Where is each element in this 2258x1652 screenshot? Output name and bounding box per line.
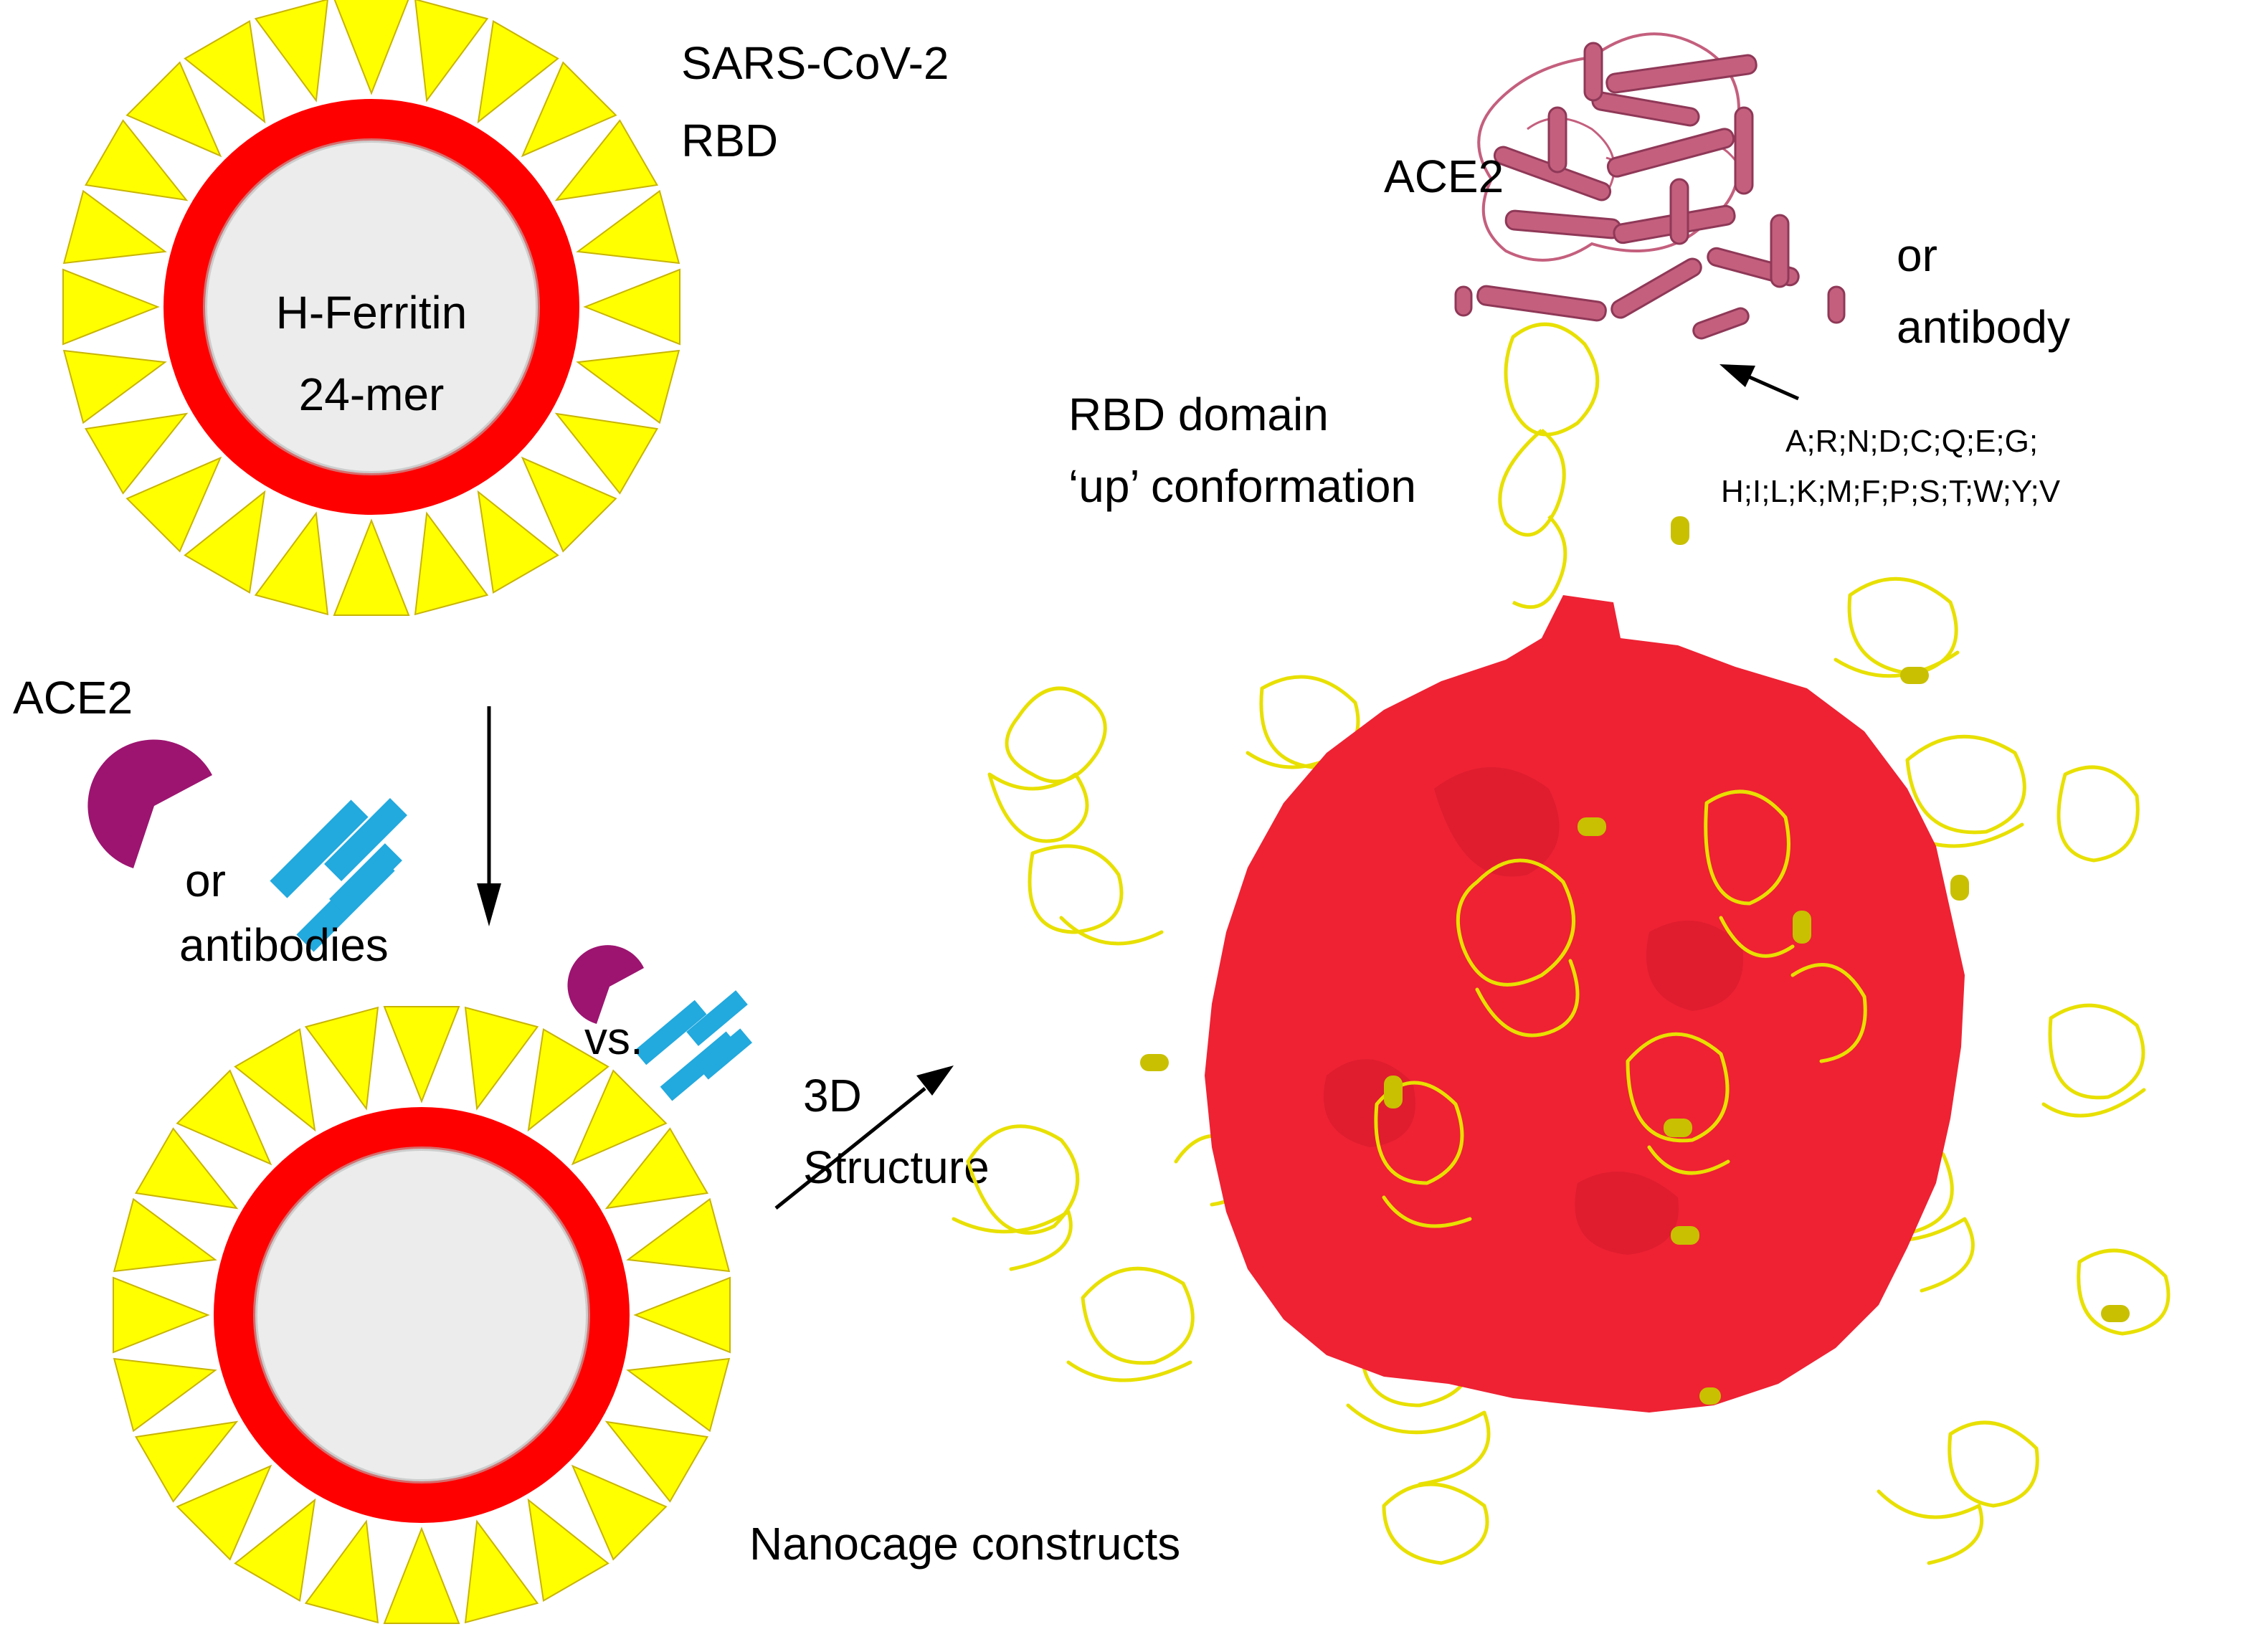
- ace2-protein-structure: [1454, 32, 1846, 340]
- rbd-spike: [184, 490, 266, 594]
- ferritin-label-line2: 24-mer: [299, 369, 445, 420]
- rbd-spike: [521, 61, 617, 158]
- rbd-spike: [62, 349, 167, 424]
- or-label-left: or: [185, 855, 226, 906]
- amino-acids-line2: H;I;L;K;M;F;P;S;T;W;Y;V: [1721, 474, 2061, 509]
- ferritin-nanocage-bottom: [113, 1006, 731, 1624]
- ace2-label-left: ACE2: [13, 672, 133, 723]
- rbd-spike: [254, 0, 328, 103]
- rbd-spike: [626, 1357, 731, 1433]
- rbd-spike: [527, 1498, 609, 1602]
- rbd-spike: [176, 1464, 272, 1561]
- rbd-spike: [304, 1006, 379, 1111]
- rbd-spike: [576, 349, 680, 424]
- nanocage-3d-structure: [952, 322, 2171, 1565]
- ferritin-label-line1: H-Ferritin: [276, 287, 468, 338]
- arrow-diagonal-icon: [774, 1065, 954, 1210]
- sars-rbd-label-line2: RBD: [681, 115, 778, 166]
- rbd-spike: [135, 1420, 239, 1503]
- arrow-pointer-icon: [1719, 364, 1800, 401]
- rbd-spike: [113, 1357, 217, 1433]
- rbd-spike: [62, 268, 160, 346]
- rbd-ribbons-front: [1374, 789, 1867, 1228]
- rbd-spike: [85, 412, 189, 495]
- rbd-spike: [333, 518, 410, 616]
- rbd-spike: [176, 1069, 272, 1166]
- rbd-spike: [254, 511, 329, 616]
- ferritin-core-top: [205, 141, 538, 473]
- rbd-spike: [414, 0, 489, 103]
- rbd-spike: [125, 456, 222, 553]
- rbd-spike: [414, 511, 489, 616]
- rbd-spike: [521, 456, 617, 553]
- rbd-spike: [85, 119, 189, 201]
- structure-3d-label-line2: Structure: [803, 1141, 990, 1193]
- rbd-spike: [554, 412, 658, 495]
- rbd-spike: [135, 1127, 239, 1210]
- antibodies-label: antibodies: [179, 919, 389, 971]
- nanocage-constructs-label: Nanocage constructs: [749, 1518, 1180, 1570]
- rbd-spike: [571, 1464, 668, 1561]
- rbd-spike: [113, 1197, 217, 1273]
- ferritin-nanocage-top: H-Ferritin 24-mer: [62, 0, 680, 616]
- ferritin-surface: [1205, 595, 1965, 1413]
- rbd-spike: [234, 1028, 316, 1132]
- rbd-spike-ring-top: [62, 0, 680, 616]
- ferritin-core-bottom: [255, 1149, 588, 1481]
- rbd-spike: [604, 1420, 708, 1503]
- rbd-spike: [113, 1276, 210, 1354]
- amino-acids-line1: A;R;N;D;C;Q;E;G;: [1785, 424, 2038, 459]
- rbd-helices: [1140, 516, 2130, 1405]
- structure-3d-label-line1: 3D: [803, 1070, 862, 1121]
- rbd-spike: [464, 1519, 539, 1624]
- rbd-domain-label-line1: RBD domain: [1068, 389, 1329, 440]
- rbd-spike: [554, 119, 658, 201]
- arrow-down-icon: [477, 706, 501, 926]
- rbd-domain-label-line2: ‘up’ conformation: [1068, 460, 1416, 512]
- or-label-right: or: [1897, 229, 1937, 281]
- rbd-up-domain: [1498, 322, 1600, 609]
- rbd-spike: [477, 20, 559, 124]
- rbd-spike: [626, 1197, 731, 1273]
- ace2-label-top: ACE2: [1384, 151, 1504, 202]
- rbd-spike: [583, 268, 680, 346]
- antibody-small-icon: [634, 990, 752, 1101]
- rbd-spike: [527, 1028, 609, 1132]
- rbd-spike: [571, 1069, 668, 1166]
- rbd-spike: [125, 61, 222, 158]
- rbd-spike: [184, 20, 266, 124]
- rbd-spike: [234, 1498, 316, 1602]
- rbd-spike: [633, 1276, 731, 1354]
- rbd-spike: [477, 490, 559, 594]
- vs-label: vs.: [584, 1012, 643, 1064]
- rbd-spike: [383, 1006, 460, 1103]
- rbd-spike-ring-bottom: [113, 1006, 731, 1624]
- rbd-spike: [304, 1519, 379, 1624]
- rbd-spike: [576, 189, 680, 265]
- ace2-pacman-icon: [87, 739, 212, 868]
- sars-rbd-label-line1: SARS-CoV-2: [681, 37, 949, 89]
- antibody-y-icon: [270, 798, 407, 952]
- rbd-spike: [333, 0, 409, 95]
- rbd-spike: [604, 1127, 708, 1210]
- ace2-pacman-small-icon: [567, 945, 644, 1024]
- rbd-spike: [464, 1006, 539, 1111]
- rbd-spike: [383, 1527, 460, 1624]
- rbd-spike: [62, 189, 167, 265]
- antibody-label: antibody: [1897, 301, 2070, 353]
